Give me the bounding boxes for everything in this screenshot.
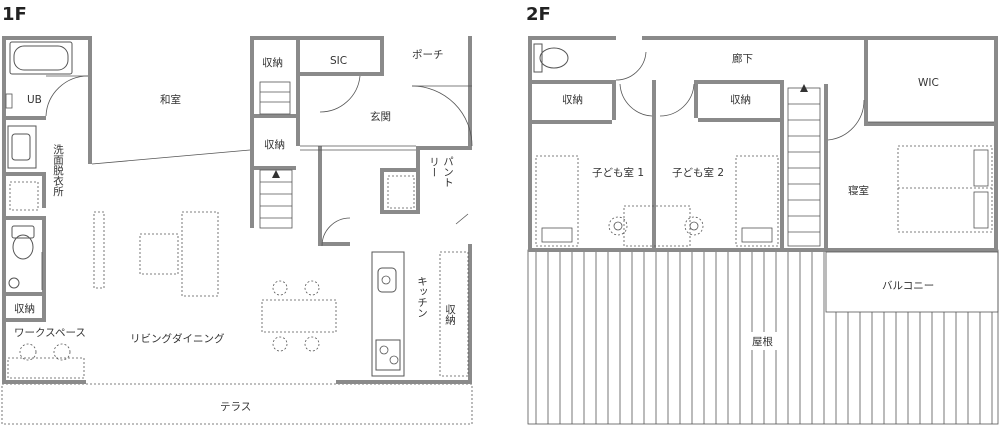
bedroom-beds	[897, 145, 993, 233]
kids-room-2-door-swing	[659, 83, 695, 117]
room-label-terrace: テラス	[220, 401, 251, 413]
workspace-chairs	[7, 343, 85, 379]
terrace-area	[1, 383, 473, 425]
room-label-wic: WIC	[918, 77, 939, 89]
stairs-2f	[787, 84, 821, 247]
toilet-2f	[533, 43, 569, 73]
room-label-storage-right: 収納	[730, 93, 751, 106]
entrance-step	[300, 145, 416, 151]
room-label-storage-top: 収納	[262, 56, 283, 69]
room-label-storage-kitchen: 収納	[444, 304, 456, 326]
stair-arrow-icon	[272, 170, 280, 178]
room-label-balcony: バルコニー	[882, 280, 934, 292]
second-floor-label: 2F	[526, 4, 551, 25]
first-floor-label: 1F	[2, 4, 27, 25]
sofa	[139, 211, 219, 297]
room-label-pantry: パントリー	[428, 156, 454, 188]
toilet-1f	[11, 225, 35, 260]
room-label-workspace: ワークスペース	[14, 327, 86, 339]
kids-room-1-door-swing	[619, 83, 653, 117]
room-label-washitsu: 和室	[160, 93, 181, 106]
front-door-swing	[411, 85, 473, 147]
room-label-bedroom: 寝室	[848, 184, 869, 197]
stairs-1f	[259, 169, 293, 229]
room-label-storage-mid: 収納	[264, 138, 285, 151]
room-label-sic: SIC	[330, 55, 347, 67]
room-label-kids-room-2: 子ども室 2	[672, 166, 724, 179]
room-label-storage-left: 収納	[562, 93, 583, 106]
kids-bed-1	[535, 155, 579, 247]
pantry-door	[455, 213, 469, 225]
washing-machine	[9, 181, 39, 211]
toilet-2f-door-swing	[615, 51, 647, 81]
dining-table-set	[261, 280, 337, 352]
room-label-entrance: 玄関	[370, 110, 391, 123]
second-floor-walls	[528, 36, 998, 252]
room-label-corridor: 廊下	[732, 52, 753, 65]
kitchen-storage-cabinet	[439, 251, 469, 377]
room-label-washroom: 洗面脱衣所	[52, 144, 64, 197]
roof-label-bg	[748, 332, 784, 350]
washitsu-partition-line	[91, 149, 251, 165]
entrance-hall-door	[321, 217, 351, 247]
ub-door-swing	[45, 75, 89, 117]
sic-door-swing	[319, 75, 361, 113]
room-label-kitchen: キッチン	[416, 276, 428, 318]
room-label-living-dining: リビングダイニング	[130, 332, 225, 345]
tv-board	[93, 211, 105, 289]
kids-bed-2	[735, 155, 779, 247]
first-floor-plan: 1F	[1, 4, 473, 425]
toilet-paper-holder	[8, 277, 20, 289]
room-label-roof: 屋根	[752, 335, 773, 348]
second-floor-plan: 2F	[526, 4, 999, 425]
stair-1f-lower	[259, 81, 291, 115]
bedroom-door-swing	[827, 99, 865, 141]
shoe-cabinet	[387, 175, 415, 209]
balcony-area	[825, 251, 999, 313]
kids-desks	[608, 205, 704, 247]
kitchen-counter	[371, 251, 405, 377]
wash-basin	[7, 125, 37, 169]
room-label-ub: UB	[27, 94, 42, 106]
stair-2f-arrow-icon	[800, 84, 808, 92]
room-label-porch: ポーチ	[412, 49, 444, 61]
room-label-kids-room-1: 子ども室 1	[592, 166, 644, 179]
room-label-storage-toilet: 収納	[14, 302, 35, 315]
first-floor-walls	[2, 36, 472, 384]
bathtub	[5, 41, 73, 109]
